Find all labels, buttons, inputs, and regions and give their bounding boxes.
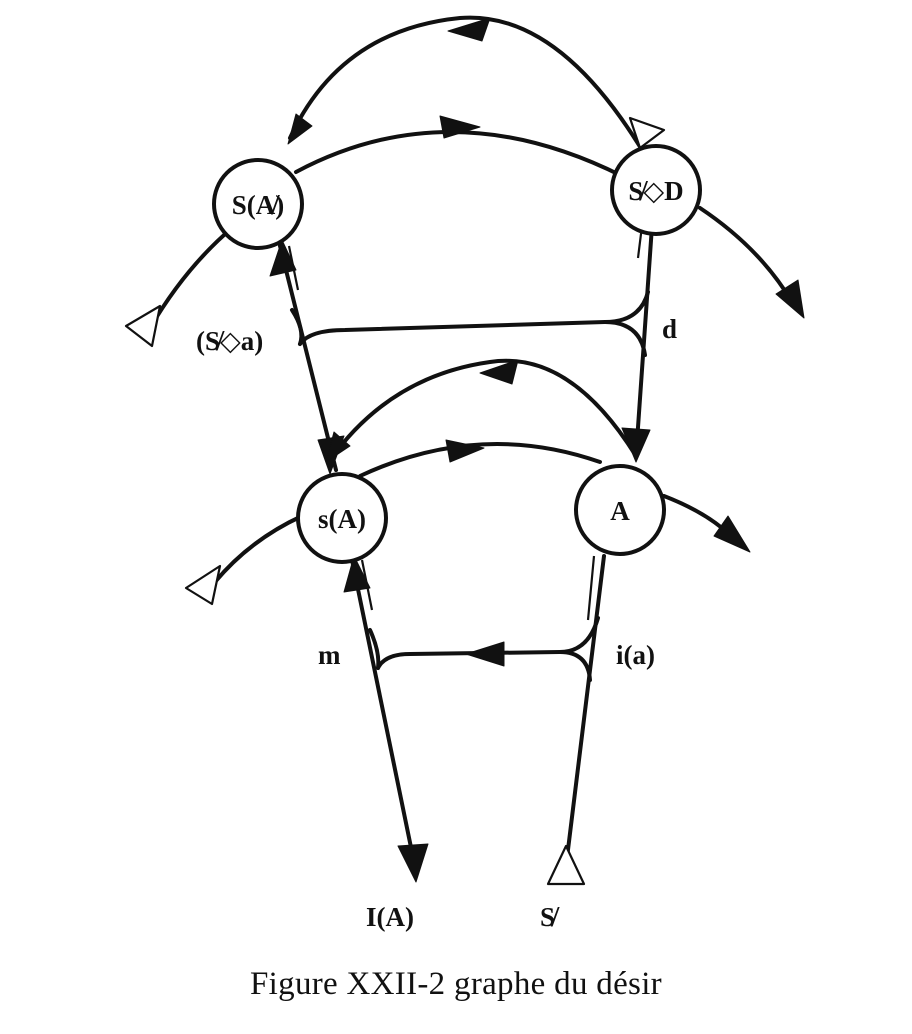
label-s-barred: S̸ <box>540 902 560 932</box>
arrow-upper-inner <box>439 115 481 139</box>
upper-chain-left <box>148 226 234 330</box>
arrow-middle-inner <box>445 439 485 463</box>
arrow-upper-outer <box>447 17 491 42</box>
middle-chain-left <box>213 514 304 584</box>
figure-caption: Figure XXII-2 graphe du désir <box>250 966 662 1002</box>
middle-outer-arc <box>328 358 638 462</box>
node-s-barred-a: S(A̸) <box>212 158 304 250</box>
arrow-up-into-s-barred-a <box>269 239 297 277</box>
open-arrow-upper-chain-start <box>124 304 162 348</box>
upper-chain-right <box>698 206 794 304</box>
node-s-of-a-label: s(A) <box>318 504 366 534</box>
arrow-up-into-s-of-a <box>343 555 371 593</box>
upper-horizontal <box>298 290 650 346</box>
label-m: m <box>318 640 341 670</box>
node-s-barred-a-label: S(A̸) <box>232 190 285 220</box>
arrow-lower-horizontal <box>465 641 505 667</box>
open-arrow-s-barred-start <box>546 844 586 886</box>
line-m <box>350 558 416 864</box>
node-s-of-a: s(A) <box>296 472 388 564</box>
open-arrow-middle-chain-start <box>184 564 222 606</box>
line-s-barred-thin <box>586 555 596 621</box>
upper-horizontal-right-end <box>603 320 647 357</box>
line-d <box>634 224 654 458</box>
lower-horizontal-right-end <box>558 650 592 682</box>
line-s-barred <box>564 554 606 868</box>
middle-inner-arc <box>358 442 602 478</box>
node-a-label: A <box>610 496 630 526</box>
upper-inner-arc <box>294 130 624 178</box>
arrow-middle-outer-end <box>325 431 351 463</box>
label-i-a: i(a) <box>616 640 655 670</box>
arrow-middle-chain-exit <box>713 515 751 553</box>
arrow-middle-outer <box>479 359 519 385</box>
arrow-upper-chain-exit <box>775 279 805 319</box>
node-s-lozenge-d-label: S̸◇D <box>628 176 683 206</box>
upper-outer-arc <box>288 15 650 162</box>
open-arrow-top-right <box>628 116 666 150</box>
middle-chain-right <box>662 494 724 530</box>
node-a: A <box>574 464 666 556</box>
arrow-to-i-big-a <box>397 843 429 883</box>
label-s-lozenge-a: (S̸◇a) <box>196 326 263 356</box>
node-s-lozenge-d: S̸◇D <box>610 144 702 236</box>
label-d: d <box>662 314 677 344</box>
lower-horizontal-left-end <box>368 628 381 670</box>
arrow-into-s-barred-a <box>287 113 313 145</box>
arrow-down-d <box>621 427 651 463</box>
label-i-big-a: I(A) <box>366 902 414 932</box>
line-left-vertical-upper <box>278 244 338 472</box>
